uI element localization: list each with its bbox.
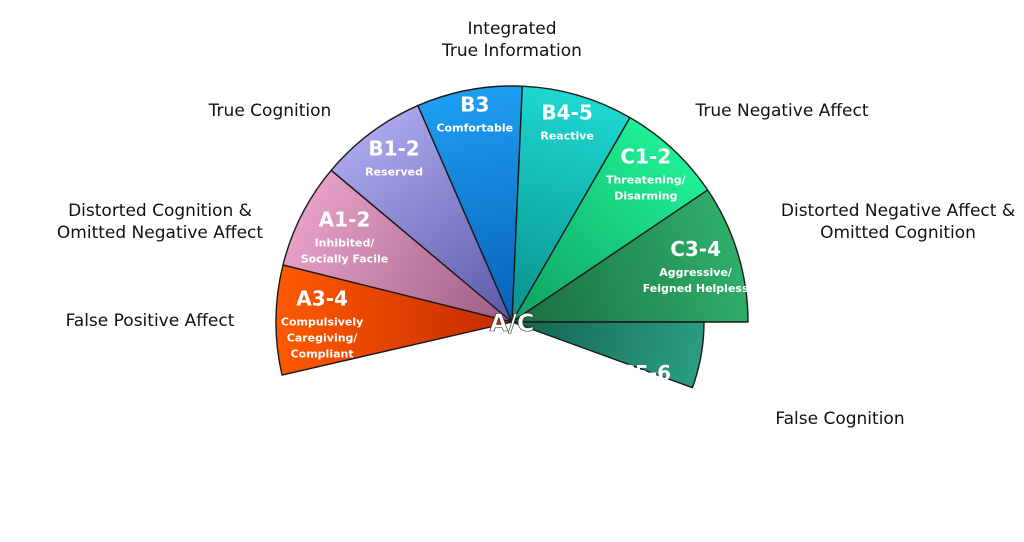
- segment-code-label: C1-2: [620, 144, 671, 168]
- segment-c3-4: [511, 189, 749, 323]
- segment-c5-6: [511, 321, 705, 389]
- segment-description-label: Reactive: [540, 130, 594, 143]
- segment-description-label: Feigned Helpless: [643, 282, 749, 295]
- outer-labels: False Positive Affect Distorted Cognition…: [57, 19, 1015, 429]
- outer-category-label: False Positive Affect: [66, 311, 235, 331]
- segment-code-label: B1-2: [368, 136, 419, 160]
- segment-code-label: B4-5: [541, 101, 592, 125]
- segment-b1-2: [330, 104, 513, 323]
- outer-category-label: False Cognition: [775, 409, 904, 429]
- segment-description-label: Caregiving/: [287, 331, 359, 344]
- segment-description-label: Inhibited/: [315, 237, 376, 250]
- segment-description-label: Reserved: [365, 165, 423, 178]
- outer-category-label: True Cognition: [208, 101, 332, 121]
- outer-category-label: True Negative Affect: [694, 101, 868, 121]
- segment-description-label: Seductive: [615, 406, 676, 419]
- outer-category-label: Distorted Negative Affect &: [781, 201, 1015, 221]
- segment-code-label: A3-4: [296, 286, 348, 310]
- outer-category-label: Omitted Cognition: [820, 223, 976, 243]
- segment-code-label: B3: [460, 92, 489, 116]
- segment-description-label: Disarming: [614, 189, 677, 202]
- segment-description-label: Aggressive/: [659, 266, 733, 279]
- segment-b4-5: [511, 85, 631, 323]
- segment-description-label: Socially Facile: [301, 253, 389, 266]
- segment-description-label: Threatening/: [606, 173, 687, 186]
- outer-category-label: True Information: [441, 41, 582, 61]
- segment-code-label: C5-6: [620, 361, 671, 385]
- segment-description-label: Compulsively: [281, 315, 363, 328]
- segment-description-label: Punitive/: [618, 390, 674, 403]
- segment-code-label: C3-4: [670, 237, 721, 261]
- segment-a3-4: [275, 264, 513, 376]
- segment-code-label: A1-2: [319, 208, 371, 232]
- outer-category-label: Distorted Cognition &: [68, 201, 252, 221]
- segment-c1-2: [511, 116, 709, 323]
- center-label: A/C: [490, 309, 535, 337]
- segment-a1-2: [282, 169, 513, 323]
- segment-description-label: Comfortable: [436, 121, 513, 134]
- outer-category-label: Omitted Negative Affect: [57, 223, 263, 243]
- segment-b3: [417, 85, 523, 323]
- segment-description-label: Compliant: [291, 347, 354, 360]
- outer-category-label: Integrated: [467, 19, 556, 39]
